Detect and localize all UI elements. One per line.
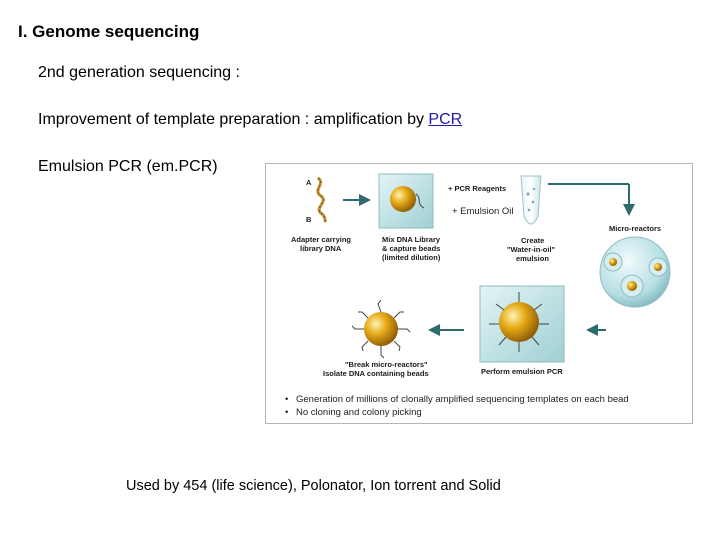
bullet-dot: • bbox=[285, 407, 288, 418]
figure-bullet-2: No cloning and colony picking bbox=[296, 407, 422, 418]
bullet-dot: • bbox=[285, 394, 288, 405]
amplified-bead bbox=[499, 302, 539, 342]
mix-label-3: (limited dilution) bbox=[382, 253, 441, 262]
perform-label: Perform emulsion PCR bbox=[481, 367, 563, 376]
library-fragment bbox=[415, 193, 425, 209]
mix-label-2: & capture beads bbox=[382, 244, 440, 253]
emulsion-pcr-diagram: A B Adapter carrying library DNA Mix DNA… bbox=[285, 173, 671, 418]
break-label-2: Isolate DNA containing beads bbox=[323, 369, 429, 378]
bead-templates bbox=[489, 292, 549, 352]
adapter-label-2: library DNA bbox=[300, 244, 342, 253]
emulsion-heading: Emulsion PCR (em.PCR) bbox=[38, 158, 218, 175]
isolated-bead bbox=[364, 312, 398, 346]
strand-label-b: B bbox=[306, 215, 312, 224]
mix-label-1: Mix DNA Library bbox=[382, 235, 441, 244]
emulsion-tube bbox=[520, 175, 542, 225]
reagents-label: + PCR Reagents bbox=[448, 184, 506, 193]
break-label-1: "Break micro-reactors" bbox=[345, 360, 428, 369]
footer-note: Used by 454 (life science), Polonator, I… bbox=[126, 478, 501, 494]
figure-bullet-1: Generation of millions of clonally ampli… bbox=[296, 394, 629, 405]
dna-strand bbox=[316, 176, 328, 224]
create-label-2: "Water-in-oil" bbox=[507, 245, 556, 254]
improvement-text: Improvement of template preparation : am… bbox=[38, 111, 462, 129]
strand-label-a: A bbox=[306, 178, 312, 187]
capture-bead bbox=[390, 186, 416, 212]
create-label-1: Create bbox=[521, 236, 544, 245]
microreactors-label: Micro-reactors bbox=[609, 224, 661, 233]
pcr-link[interactable]: PCR bbox=[428, 111, 463, 128]
emulsion-pcr-figure: A B Adapter carrying library DNA Mix DNA… bbox=[265, 163, 693, 424]
create-label-3: emulsion bbox=[516, 254, 549, 263]
improvement-prefix: Improvement of template preparation : am… bbox=[38, 111, 429, 128]
slide-title: I. Genome sequencing bbox=[18, 22, 200, 41]
adapter-label-1: Adapter carrying bbox=[291, 235, 351, 244]
oil-label: + Emulsion Oil bbox=[452, 206, 514, 217]
subtitle: 2nd generation sequencing : bbox=[38, 64, 240, 81]
isolated-bead-templates bbox=[351, 299, 411, 359]
